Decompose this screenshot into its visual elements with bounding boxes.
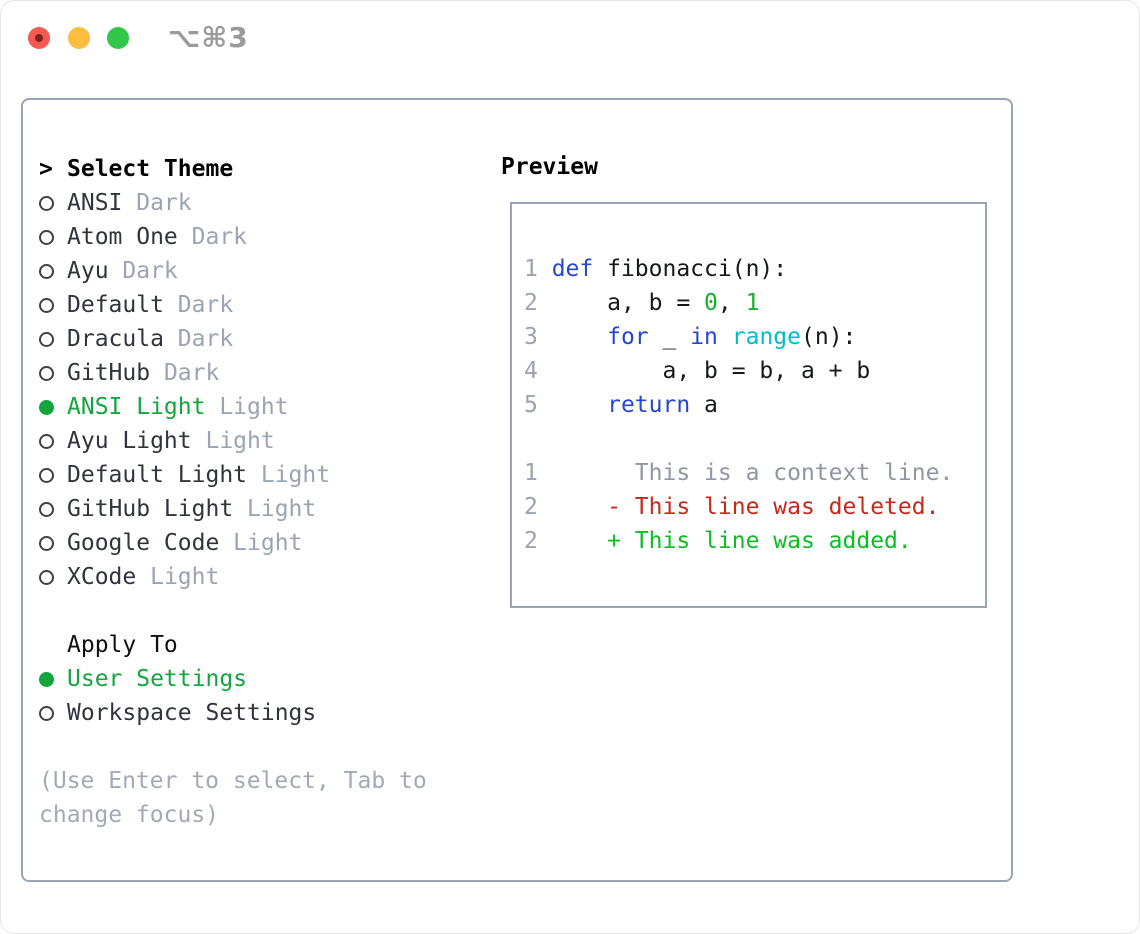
theme-option[interactable]: Default Light Light (39, 458, 441, 492)
radio-icon (39, 535, 54, 551)
theme-option[interactable]: Ayu Dark (39, 254, 441, 288)
radio-icon (39, 195, 54, 211)
gap (39, 730, 441, 764)
radio-icon (39, 297, 54, 313)
keyboard-hint: (Use Enter to select, Tab to change focu… (39, 768, 427, 828)
theme-option[interactable]: GitHub Dark (39, 356, 441, 390)
select-theme-title: Select Theme (67, 156, 234, 182)
option-label: Dracula Dark (67, 326, 234, 352)
radio-icon (39, 705, 54, 721)
code-line: 4 a, b = b, a + b (524, 358, 871, 384)
option-label: XCode Light (67, 564, 220, 590)
code-line: 1 def fibonacci(n): (524, 256, 788, 282)
code-line: 3 for _ in range(n): (524, 324, 857, 350)
preview-pane: 1 def fibonacci(n): 2 a, b = 0, 1 3 for _ … (510, 202, 987, 608)
radio-icon (39, 569, 54, 585)
option-label: Google Code Light (67, 530, 303, 556)
theme-option[interactable]: Atom One Dark (39, 220, 441, 254)
code-line: 5 return a (524, 392, 718, 418)
option-label: User Settings (67, 666, 248, 692)
radio-icon (39, 467, 54, 483)
zoom-button-icon[interactable] (107, 27, 129, 49)
code-line: 2 + This line was added. (524, 528, 912, 554)
option-label: Default Dark (67, 292, 234, 318)
code-line: 2 - This line was deleted. (524, 494, 940, 520)
radio-icon (39, 501, 54, 517)
theme-option[interactable]: Dracula Dark (39, 322, 441, 356)
code-line: 2 a, b = 0, 1 (524, 290, 760, 316)
apply-to-header: Apply To (39, 628, 441, 662)
radio-icon (39, 331, 54, 347)
select-theme-header: > Select Theme (39, 152, 441, 186)
option-label: Workspace Settings (67, 700, 317, 726)
code-blank-line (524, 422, 985, 456)
close-button-icon[interactable] (28, 27, 50, 49)
apply-to-option[interactable]: User Settings (39, 662, 441, 696)
option-label: Ayu Dark (67, 258, 178, 284)
apply-to-option[interactable]: Workspace Settings (39, 696, 441, 730)
focus-caret-icon: > (39, 156, 53, 182)
option-label: Default Light Light (67, 462, 331, 488)
theme-option[interactable]: ANSI Dark (39, 186, 441, 220)
window-title: ⌥⌘3 (168, 21, 249, 54)
radio-icon (39, 433, 54, 449)
option-label: GitHub Light Light (67, 496, 317, 522)
code-preview: 1 def fibonacci(n): 2 a, b = 0, 1 3 for _ … (524, 252, 985, 558)
preview-title: Preview (501, 154, 598, 180)
radio-icon (39, 263, 54, 279)
option-label: Ayu Light Light (67, 428, 275, 454)
close-dot-icon (35, 34, 43, 42)
theme-option[interactable]: ANSI Light Light (39, 390, 441, 424)
gap (39, 594, 441, 628)
option-label: Atom One Dark (67, 224, 248, 250)
theme-option[interactable]: Default Dark (39, 288, 441, 322)
option-label: ANSI Light Light (67, 394, 289, 420)
apply-to-title: Apply To (67, 632, 178, 658)
radio-selected-icon (39, 399, 54, 415)
theme-option[interactable]: Google Code Light (39, 526, 441, 560)
code-line: 1 This is a context line. (524, 460, 954, 486)
theme-option[interactable]: XCode Light (39, 560, 441, 594)
theme-option[interactable]: GitHub Light Light (39, 492, 441, 526)
minimize-button-icon[interactable] (68, 27, 90, 49)
option-label: ANSI Dark (67, 190, 192, 216)
radio-icon (39, 229, 54, 245)
option-label: GitHub Dark (67, 360, 220, 386)
radio-icon (39, 365, 54, 381)
radio-selected-icon (39, 671, 54, 687)
theme-option[interactable]: Ayu Light Light (39, 424, 441, 458)
